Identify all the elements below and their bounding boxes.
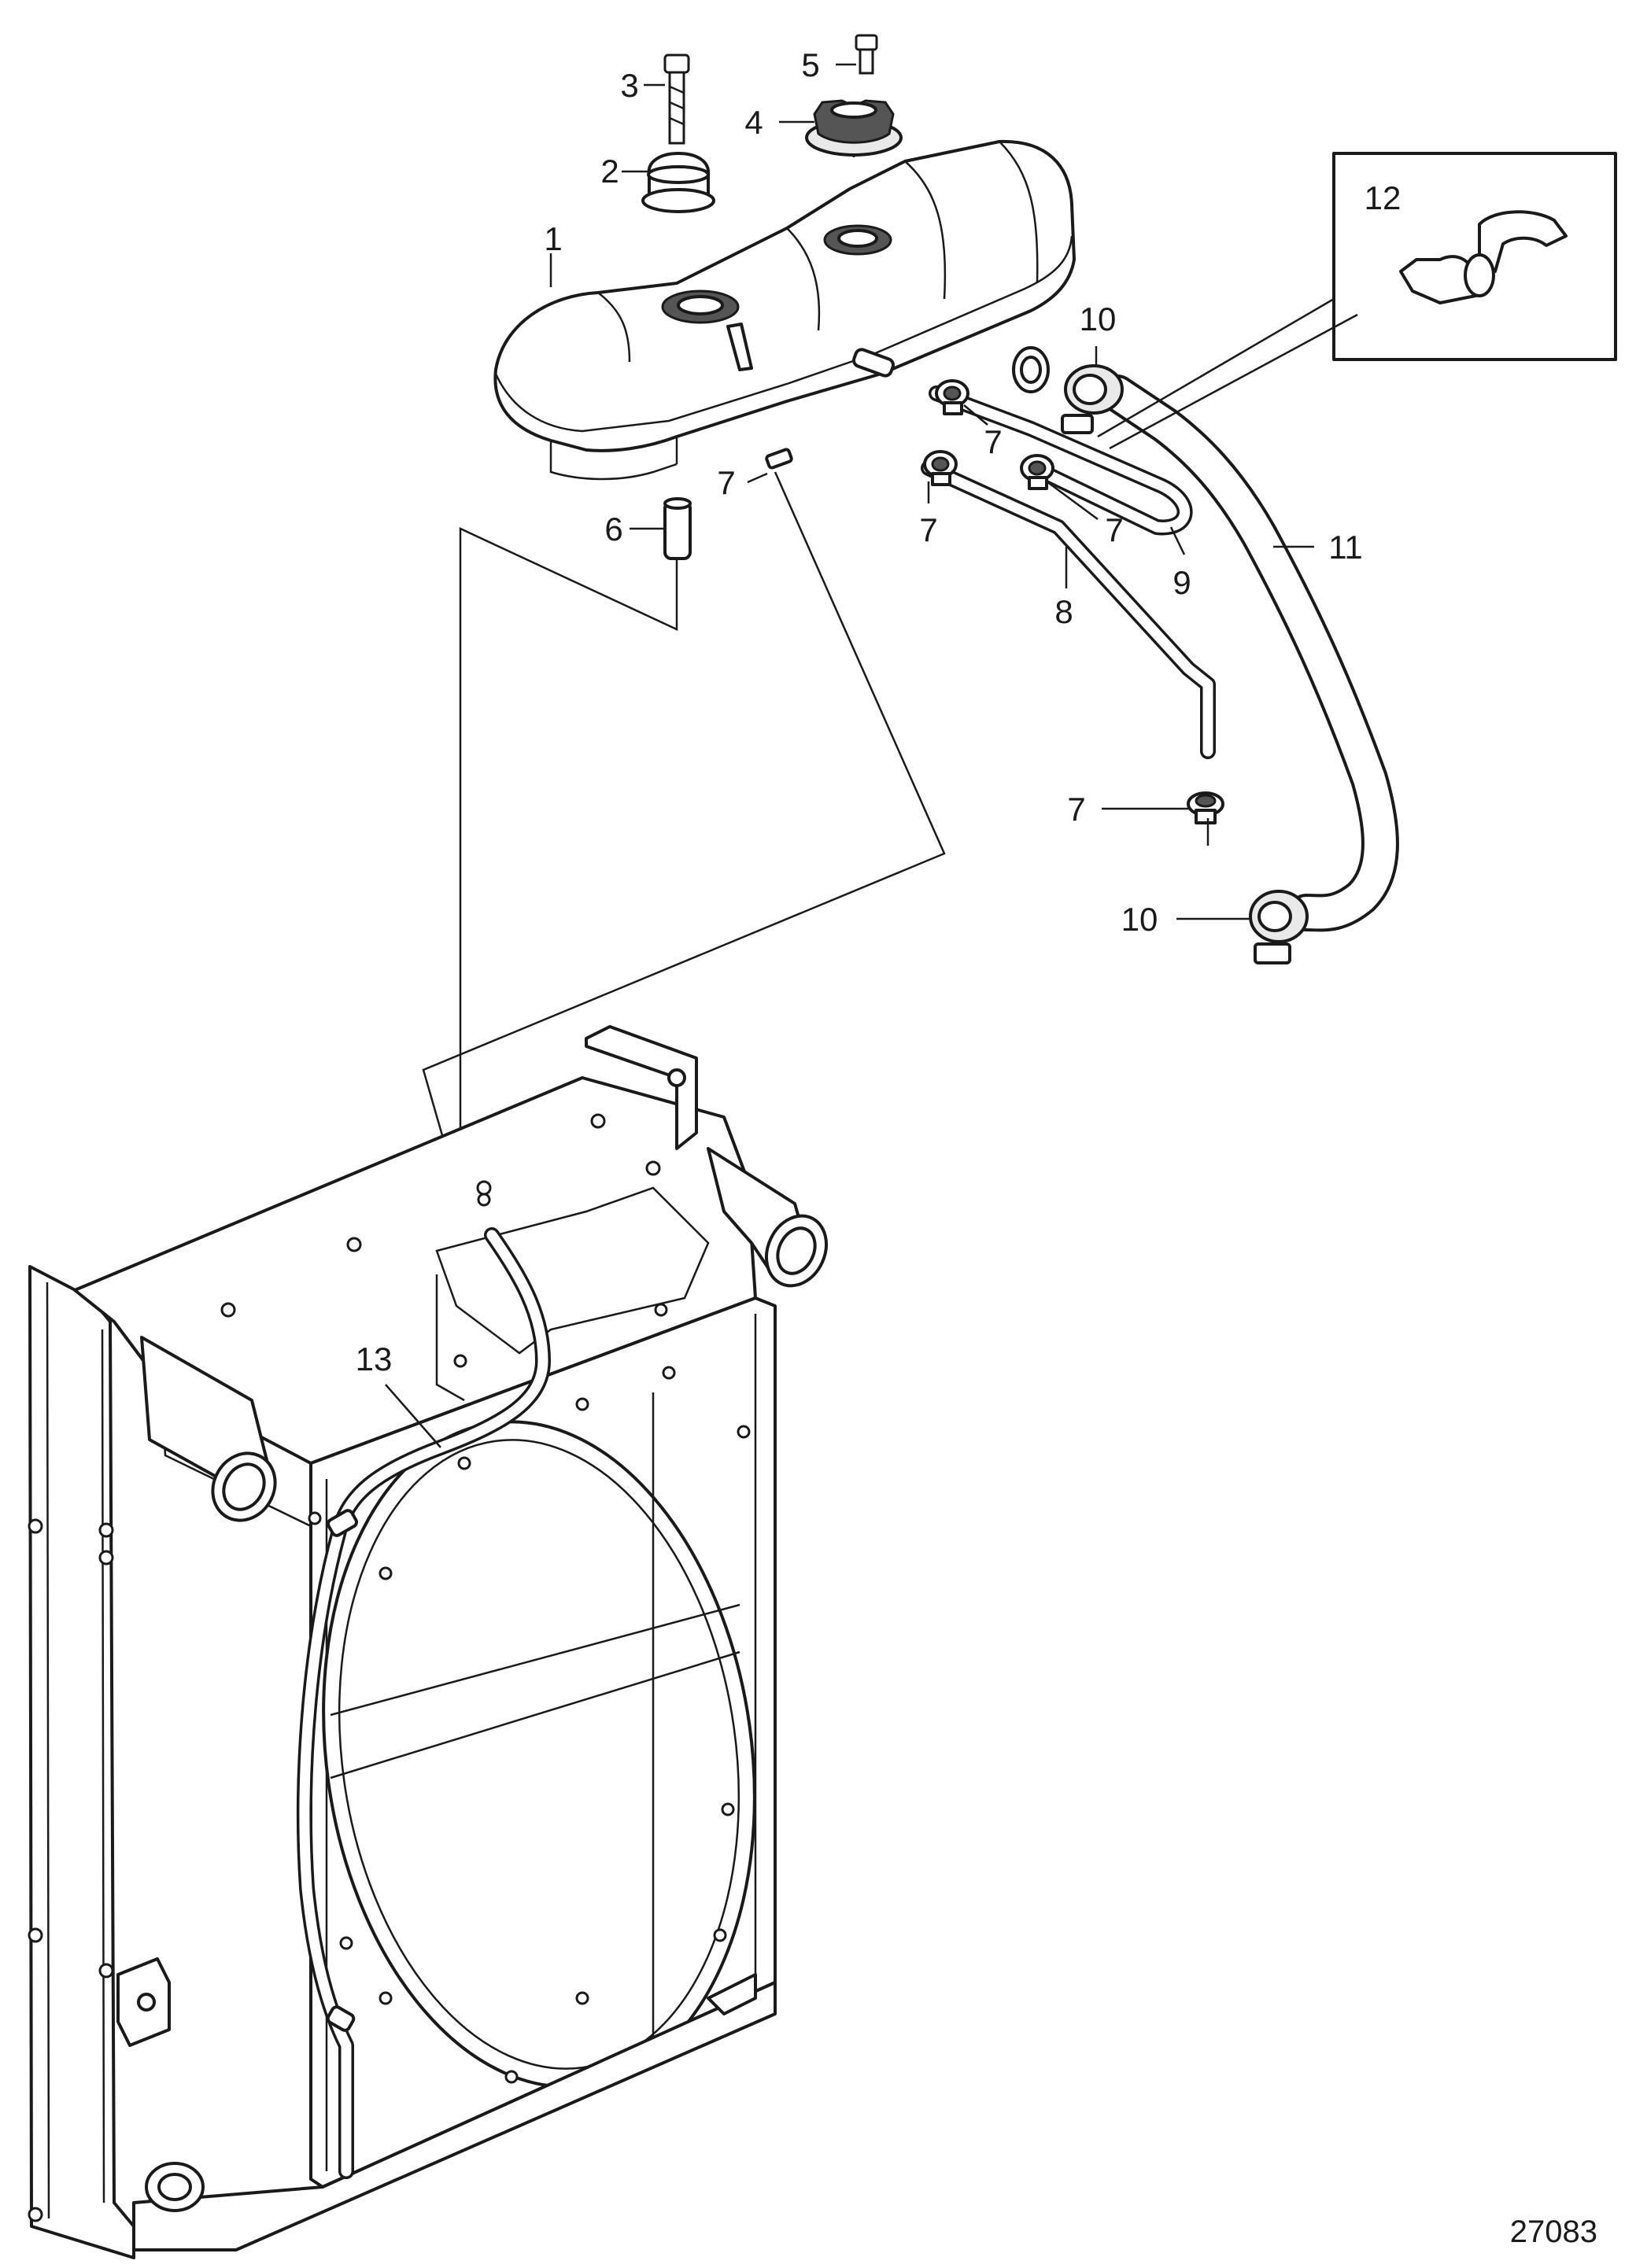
sleeve-6 — [663, 497, 692, 560]
hose-9 — [929, 385, 1193, 536]
expansion-tank — [493, 139, 1076, 481]
clamp-7-lower — [1187, 791, 1224, 824]
callout-3: 3 — [620, 67, 638, 104]
radiator — [28, 1025, 828, 2259]
cap-2 — [641, 152, 715, 213]
leader-lines — [385, 63, 1314, 1448]
callout-7-left: 7 — [919, 511, 937, 548]
callout-13: 13 — [356, 1341, 393, 1377]
clamp-7-left — [923, 450, 958, 486]
plug-7-tank — [765, 448, 793, 470]
hose-clamp-10-upper — [1061, 364, 1124, 434]
bolt-3 — [663, 53, 690, 145]
hose-8 — [921, 460, 1216, 759]
callout-9: 9 — [1173, 564, 1191, 601]
callout-1: 1 — [544, 220, 562, 257]
hose-13 — [296, 1227, 551, 2179]
callout-labels: 1 2 3 4 5 6 7 7 7 7 7 8 9 10 10 11 12 13 — [356, 46, 1401, 1377]
callout-10-lower: 10 — [1121, 901, 1158, 938]
callout-7-lower: 7 — [1067, 791, 1085, 828]
callout-7-tank: 7 — [717, 464, 735, 501]
callout-4: 4 — [744, 104, 763, 141]
callout-7-middle: 7 — [1105, 511, 1123, 548]
callout-11: 11 — [1328, 529, 1363, 566]
callout-5: 5 — [801, 46, 819, 83]
clamp-7-upper — [935, 379, 969, 415]
filler-cap-4 — [805, 99, 903, 157]
hose-11 — [1099, 374, 1399, 932]
detail-inset-12 — [1097, 152, 1617, 450]
callout-2: 2 — [600, 153, 619, 190]
bolt-5 — [855, 34, 878, 75]
callout-7-upper: 7 — [984, 423, 1002, 460]
callout-8: 8 — [1054, 593, 1073, 630]
hose-clamp-10-lower — [1249, 890, 1309, 964]
callout-12: 12 — [1365, 179, 1401, 216]
callout-6: 6 — [604, 511, 622, 548]
figure-number: 27083 — [1510, 2215, 1597, 2249]
callout-10-upper: 10 — [1080, 301, 1117, 337]
clamp-7-middle — [1020, 454, 1054, 490]
